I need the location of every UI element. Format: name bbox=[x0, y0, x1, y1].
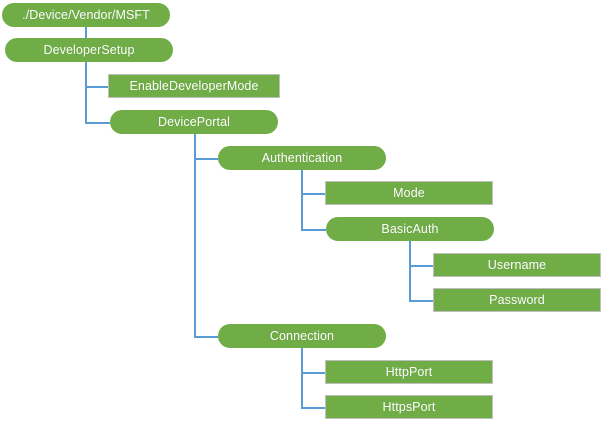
connector-basicauth-trunk bbox=[409, 241, 411, 301]
tree-node-label: DevicePortal bbox=[157, 114, 231, 129]
connector-developersetup-to-portal bbox=[85, 122, 110, 124]
tree-node-label: ./Device/Vendor/MSFT bbox=[22, 7, 150, 22]
tree-node-basic-auth[interactable]: BasicAuth bbox=[326, 217, 494, 241]
tree-node-label: HttpPort bbox=[385, 364, 433, 379]
connector-basicauth-to-password bbox=[409, 300, 433, 302]
tree-node-username[interactable]: Username bbox=[433, 253, 601, 277]
tree-node-enable-developermode[interactable]: EnableDeveloperMode bbox=[108, 74, 280, 98]
connector-developersetup-trunk bbox=[85, 62, 87, 122]
connector-root-to-developersetup bbox=[85, 27, 87, 38]
tree-node-https-port[interactable]: HttpsPort bbox=[325, 395, 493, 419]
tree-node-label: Password bbox=[489, 292, 545, 307]
connector-deviceportal-to-auth bbox=[194, 158, 218, 160]
connector-connection-to-httpsport bbox=[301, 407, 325, 409]
tree-node-device-portal[interactable]: DevicePortal bbox=[110, 110, 278, 134]
connector-auth-to-mode bbox=[301, 193, 325, 195]
tree-node-label: EnableDeveloperMode bbox=[129, 78, 259, 93]
tree-node-label: Username bbox=[487, 257, 547, 272]
connector-connection-trunk bbox=[301, 348, 303, 407]
tree-node-connection[interactable]: Connection bbox=[218, 324, 386, 348]
tree-node-label: Authentication bbox=[261, 150, 343, 165]
connector-basicauth-to-username bbox=[409, 265, 433, 267]
tree-node-http-port[interactable]: HttpPort bbox=[325, 360, 493, 384]
tree-node-label: Connection bbox=[269, 328, 335, 343]
tree-node-label: Mode bbox=[393, 185, 425, 200]
tree-node-label: HttpsPort bbox=[382, 399, 436, 414]
connector-deviceportal-trunk bbox=[194, 134, 196, 336]
tree-node-mode[interactable]: Mode bbox=[325, 181, 493, 205]
tree-node-developer-setup[interactable]: DeveloperSetup bbox=[5, 38, 173, 62]
tree-node-authentication[interactable]: Authentication bbox=[218, 146, 386, 170]
tree-node-label: DeveloperSetup bbox=[43, 42, 135, 57]
connector-deviceportal-to-connection bbox=[194, 336, 218, 338]
tree-node-root[interactable]: ./Device/Vendor/MSFT bbox=[2, 3, 170, 27]
tree-node-password[interactable]: Password bbox=[433, 288, 601, 312]
connector-auth-trunk bbox=[301, 170, 303, 230]
connector-connection-to-httpport bbox=[301, 372, 325, 374]
tree-node-label: BasicAuth bbox=[381, 221, 439, 236]
connector-developersetup-to-enable bbox=[85, 86, 108, 88]
connector-auth-to-basicauth bbox=[301, 229, 326, 231]
